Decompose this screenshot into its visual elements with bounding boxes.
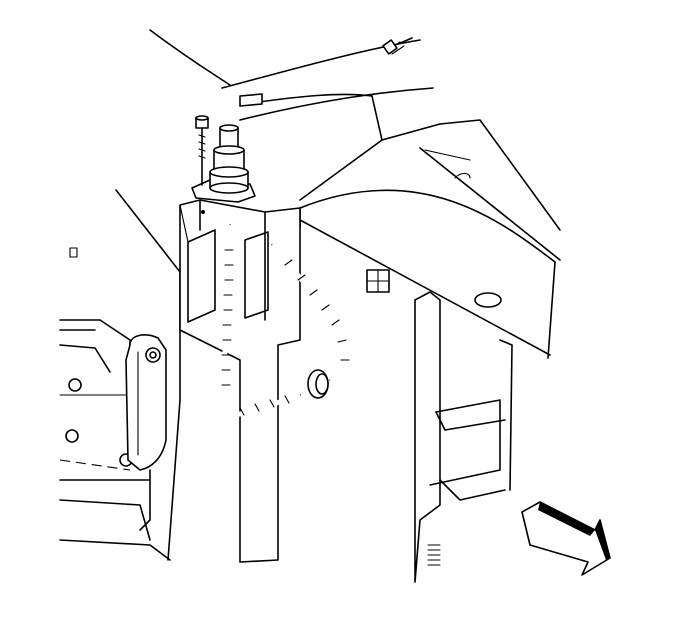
hood-switch-assembly: [191, 115, 256, 214]
support-bracket: [179, 199, 301, 563]
oval-hole: [474, 292, 502, 308]
front-of-vehicle-arrow-icon: [521, 501, 611, 576]
harness-clip: [239, 93, 263, 107]
right-inner-panel: [414, 291, 513, 583]
fender-hole-2: [65, 429, 79, 443]
small-square-hole: [69, 247, 78, 258]
upper-cable-harness: [239, 37, 413, 107]
hood-hinge: [125, 334, 167, 531]
switch-wire-harness: [219, 224, 350, 417]
fender-hole-1: [68, 378, 82, 392]
